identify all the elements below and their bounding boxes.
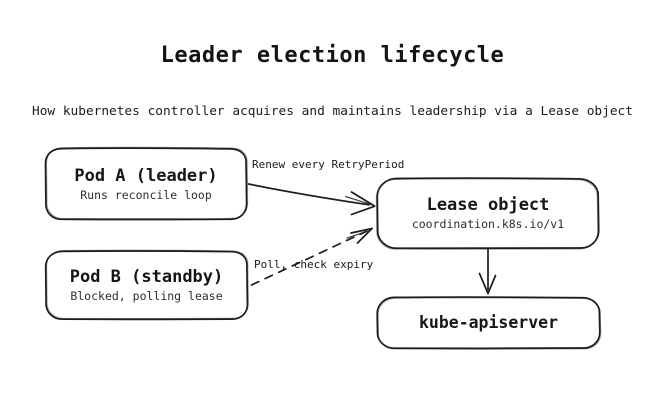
node-kube-apiserver: kube-apiserver (378, 298, 599, 348)
node-pod-b-subtitle: Blocked, polling lease (70, 289, 223, 304)
node-lease-title: Lease object (426, 195, 550, 216)
edge-persist-arrow (478, 248, 497, 295)
node-lease-object: Lease object coordination.k8s.io/v1 (378, 179, 598, 248)
node-lease-subtitle: coordination.k8s.io/v1 (411, 217, 565, 232)
pod-a-box-outline (44, 146, 249, 221)
edge-renew-label: Renew every RetryPeriod (252, 158, 405, 171)
page-title: Leader election lifecycle (160, 43, 505, 68)
edge-poll-arrow (250, 227, 373, 286)
node-pod-a-subtitle: Runs reconcile loop (80, 187, 212, 202)
page-subtitle: How kubernetes controller acquires and m… (32, 104, 633, 119)
lease-box-outline (375, 177, 600, 251)
node-kube-apiserver-title: kube-apiserver (418, 312, 559, 332)
node-pod-a: Pod A (leader) Runs reconcile loop (46, 149, 246, 219)
edge-poll-label: Poll, check expiry (254, 258, 374, 271)
pod-b-box-outline (44, 249, 250, 321)
edge-renew-arrow (247, 183, 376, 216)
kube-apiserver-box-outline (376, 296, 602, 351)
node-pod-b-title: Pod B (standby) (69, 267, 224, 288)
node-pod-a-title: Pod A (leader) (74, 165, 218, 186)
node-pod-b: Pod B (standby) Blocked, polling lease (46, 252, 247, 319)
